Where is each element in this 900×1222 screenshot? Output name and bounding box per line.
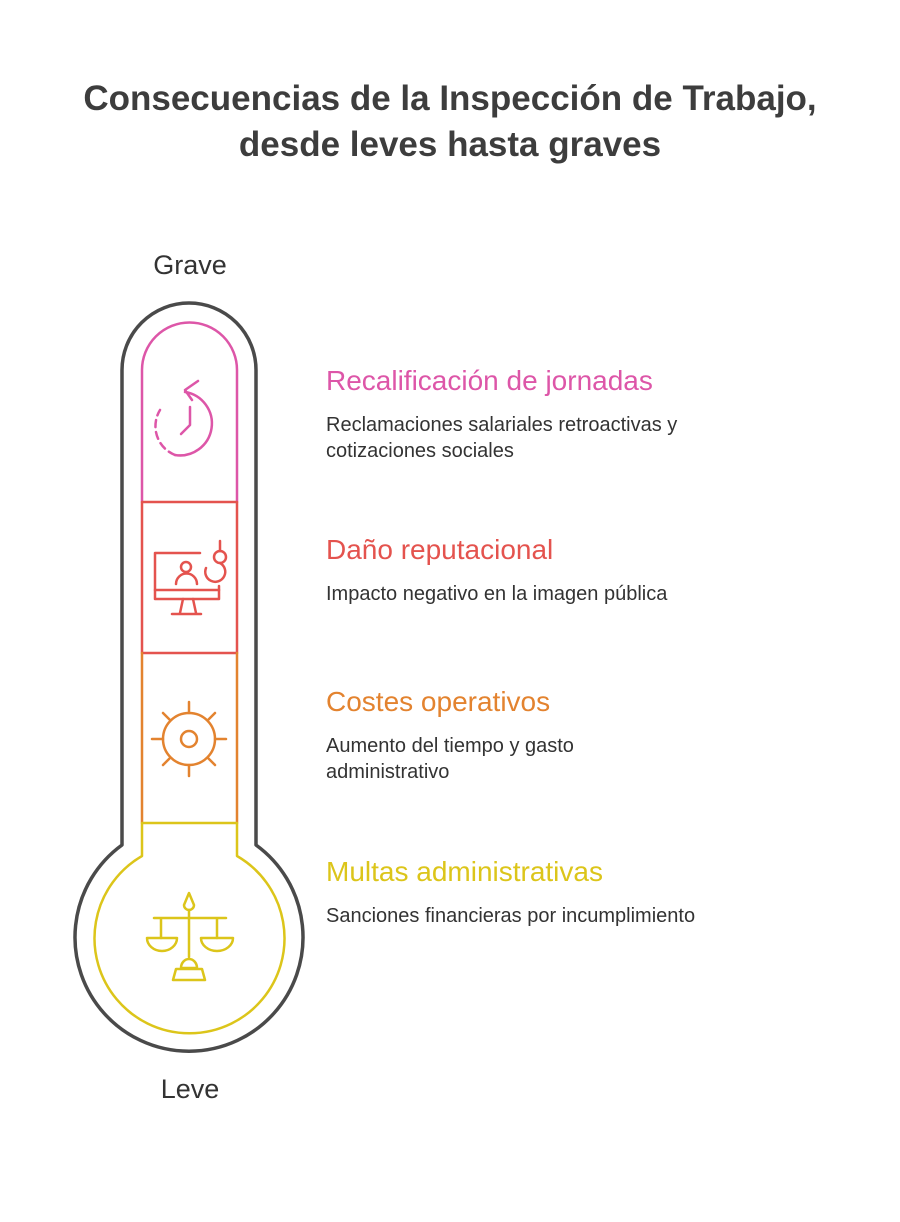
page-title: Consecuencias de la Inspección de Trabaj… bbox=[83, 79, 817, 164]
item-dano-reputacional: Daño reputacional Impacto negativo en la… bbox=[326, 533, 846, 607]
item-description: Aumento del tiempo y gasto administrativ… bbox=[326, 735, 574, 783]
scales-icon bbox=[145, 891, 235, 982]
item-multas-administrativas: Multas administrativas Sanciones financi… bbox=[326, 855, 846, 929]
segment-pink bbox=[140, 321, 239, 504]
item-description: Sanciones financieras por incumplimiento bbox=[326, 905, 696, 927]
item-recalificacion: Recalificación de jornadas Reclamaciones… bbox=[326, 364, 846, 464]
item-costes-operativos: Costes operativos Aumento del tiempo y g… bbox=[326, 685, 846, 785]
leve-label: Leve bbox=[160, 1074, 220, 1104]
segment-yellow bbox=[93, 821, 286, 1035]
item-heading: Recalificación de jornadas bbox=[326, 365, 653, 396]
thermometer-outline bbox=[73, 301, 305, 1053]
item-heading: Multas administrativas bbox=[326, 856, 603, 887]
clock-history-icon bbox=[154, 379, 214, 457]
gear-icon bbox=[150, 700, 228, 778]
item-description: Impacto negativo en la imagen pública bbox=[326, 583, 668, 605]
grave-label: Grave bbox=[153, 250, 227, 280]
monitor-user-icon bbox=[153, 539, 228, 616]
segment-orange bbox=[140, 651, 239, 825]
item-description: Reclamaciones salariales retroactivas y … bbox=[326, 414, 678, 462]
item-heading: Daño reputacional bbox=[326, 534, 554, 565]
item-heading: Costes operativos bbox=[326, 686, 551, 717]
